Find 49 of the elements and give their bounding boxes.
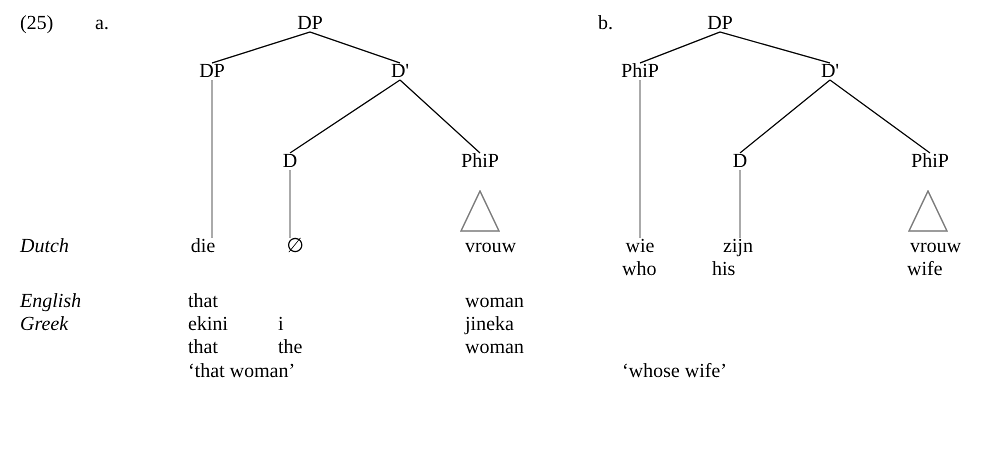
word-label: wie xyxy=(626,235,654,258)
example-number: a. xyxy=(95,12,109,35)
tree-node-label: DP xyxy=(199,60,225,83)
tree-branch xyxy=(830,79,930,154)
tree-node-label: D xyxy=(282,150,298,173)
gloss-text: ‘that woman’ xyxy=(188,360,296,383)
tree-node-label: D xyxy=(732,150,748,173)
tree-branch xyxy=(639,80,641,238)
word-label: die xyxy=(190,235,216,258)
gloss-text: vrouw xyxy=(465,235,516,258)
gloss-text: ‘whose wife’ xyxy=(622,360,727,383)
gloss-text: i xyxy=(278,313,284,336)
gloss-text: jineka xyxy=(465,313,514,336)
tree-node-label: PhiP xyxy=(621,60,659,83)
tree-branch xyxy=(211,80,213,238)
gloss-text: his xyxy=(712,258,736,281)
tree-branch xyxy=(290,79,400,154)
gloss-text: woman xyxy=(465,290,524,313)
gloss-text: vrouw xyxy=(910,235,962,258)
example-number: b. xyxy=(598,12,613,35)
triangle-roof xyxy=(908,190,948,232)
gloss-text: wife xyxy=(907,258,943,281)
gloss-text: the xyxy=(278,336,302,359)
tree-node-label: D' xyxy=(390,60,410,83)
gloss-text: ekini xyxy=(188,313,228,336)
tree-branch xyxy=(640,31,720,64)
gloss-text: woman xyxy=(465,336,524,359)
tree-node-label: PhiP xyxy=(461,150,499,173)
word-label: zijn xyxy=(723,235,753,258)
language-name: Dutch xyxy=(20,235,69,258)
tree-node-label: DP xyxy=(707,12,733,35)
tree-branch xyxy=(739,170,741,238)
tree-node-label: DP xyxy=(297,12,323,35)
language-name: English xyxy=(20,290,82,313)
tree-branch xyxy=(310,31,400,64)
gloss-text: that xyxy=(188,290,218,313)
example-number: (25) xyxy=(20,12,54,35)
gloss-text: that xyxy=(188,336,218,359)
tree-branch xyxy=(400,80,480,154)
triangle-roof xyxy=(460,190,500,232)
tree-branch xyxy=(740,80,830,154)
gloss-text: who xyxy=(622,258,656,281)
tree-branch xyxy=(720,31,830,64)
tree-node-label: D' xyxy=(820,60,840,83)
tree-branch xyxy=(212,31,310,64)
tree-node-label: PhiP xyxy=(911,150,949,173)
tree-branch xyxy=(289,170,291,238)
word-label: ∅ xyxy=(286,235,304,258)
language-name: Greek xyxy=(20,313,68,336)
